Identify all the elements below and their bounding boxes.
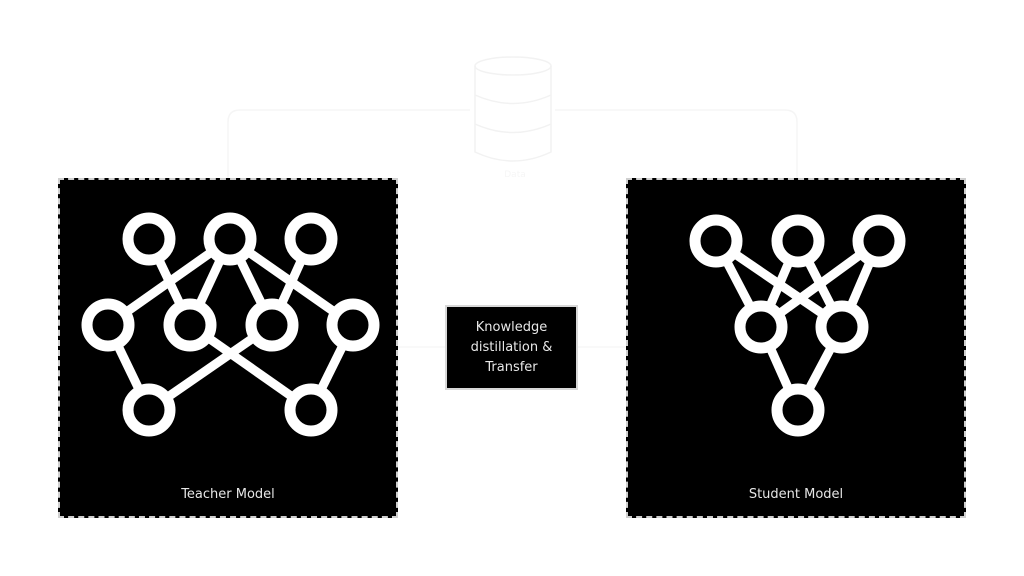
teacher-network	[81, 212, 380, 437]
data-connector-right	[555, 109, 798, 178]
data-connector-left	[227, 109, 470, 178]
student-node	[852, 214, 906, 268]
student-node	[815, 300, 869, 354]
teacher-node	[284, 212, 338, 266]
teacher-node	[81, 298, 135, 352]
teacher-node	[122, 212, 176, 266]
teacher-model-label: Teacher Model	[181, 487, 275, 502]
teacher-node	[203, 212, 257, 266]
student-node	[734, 300, 788, 354]
teacher-node	[326, 298, 380, 352]
student-model-label: Student Model	[748, 487, 844, 502]
teacher-node	[245, 298, 299, 352]
teacher-node	[122, 383, 176, 437]
data-source-label: Data	[504, 170, 526, 180]
knowledge-distillation-box: Knowledge distillation & Transfer	[445, 305, 578, 390]
student-model-panel: Student Model	[626, 178, 966, 518]
teacher-model-panel: Teacher Model	[58, 178, 398, 518]
student-node	[689, 214, 743, 268]
teacher-node	[284, 383, 338, 437]
student-node	[771, 214, 825, 268]
teacher-node	[163, 298, 217, 352]
student-network	[689, 214, 906, 437]
student-node	[771, 383, 825, 437]
database-icon	[474, 56, 552, 162]
